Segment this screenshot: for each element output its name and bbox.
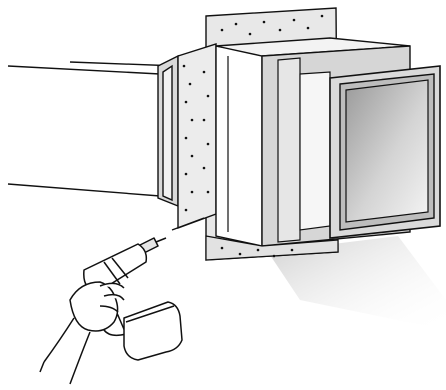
screw-dot <box>189 83 192 86</box>
screw-dot <box>183 65 186 68</box>
grille-opening <box>346 80 428 222</box>
screw-dot <box>235 23 238 26</box>
screw-dot <box>263 21 266 24</box>
inner-channel <box>216 46 262 246</box>
existing-duct <box>8 62 178 196</box>
screw-dot <box>257 249 260 252</box>
screw-dot <box>273 255 276 258</box>
screw-dot <box>191 155 194 158</box>
screw-dot <box>203 119 206 122</box>
screw-dot <box>321 15 324 18</box>
screw-dot <box>191 119 194 122</box>
screw-dot <box>249 33 252 36</box>
screw-dot <box>279 29 282 32</box>
screw-dot <box>203 71 206 74</box>
screw-dot <box>221 29 224 32</box>
box-side-inner <box>278 58 300 242</box>
duct-flange <box>158 56 178 206</box>
screw-dot <box>291 249 294 252</box>
screw-dot <box>185 137 188 140</box>
screw-dot <box>185 101 188 104</box>
front-mounting-panel <box>178 44 216 228</box>
screw-dot <box>239 253 242 256</box>
screw-dot <box>207 191 210 194</box>
box-opening <box>300 72 330 230</box>
screw-dot <box>307 27 310 30</box>
screw-dot <box>207 143 210 146</box>
screw-dot <box>203 167 206 170</box>
screw-dot <box>207 95 210 98</box>
screw-dot <box>185 209 188 212</box>
screw-dot <box>185 173 188 176</box>
screw-dot <box>293 19 296 22</box>
screw-dot <box>221 247 224 250</box>
screw-dot <box>191 191 194 194</box>
